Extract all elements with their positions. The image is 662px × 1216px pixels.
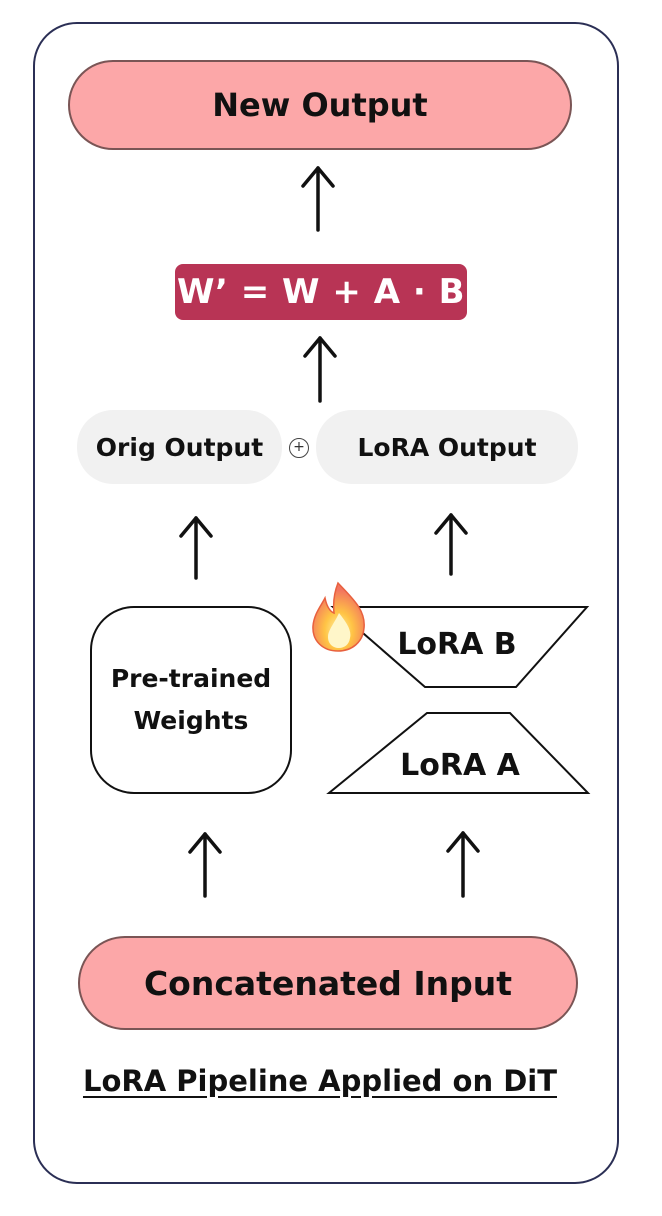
lora-b-label: LoRA B — [397, 627, 516, 662]
lora-b-shape — [330, 606, 590, 688]
lora-output-label: LoRA Output — [357, 432, 537, 462]
formula-box: W’ = W + A · B — [175, 264, 467, 320]
new-output-label: New Output — [212, 86, 428, 124]
new-output-box: New Output — [68, 60, 572, 150]
formula-label: W’ = W + A · B — [176, 272, 466, 312]
arrow-to-orig-output — [179, 516, 213, 580]
arrow-to-lora-a — [446, 831, 480, 898]
orig-output-label: Orig Output — [95, 432, 264, 462]
arrow-to-lora-output — [434, 513, 468, 576]
arrow-to-pretrained — [188, 832, 222, 898]
lora-output-box: LoRA Output — [316, 410, 578, 484]
combine-plus-icon: + — [289, 438, 309, 458]
orig-output-box: Orig Output — [77, 410, 282, 484]
concatenated-input-box: Concatenated Input — [78, 936, 578, 1030]
pretrained-line-1: Pre-trained — [110, 664, 272, 693]
arrow-to-new-output — [301, 166, 335, 232]
concatenated-input-label: Concatenated Input — [143, 963, 513, 1003]
diagram-caption: LoRA Pipeline Applied on DiT — [82, 1064, 557, 1098]
pretrained-line-2: Weights — [133, 706, 249, 735]
fire-icon — [312, 581, 365, 652]
arrow-to-formula — [303, 336, 337, 403]
lora-a-label: LoRA A — [400, 748, 520, 783]
pretrained-weights-box: Pre-trained Weights — [90, 606, 292, 794]
lora-a-shape — [326, 712, 591, 794]
